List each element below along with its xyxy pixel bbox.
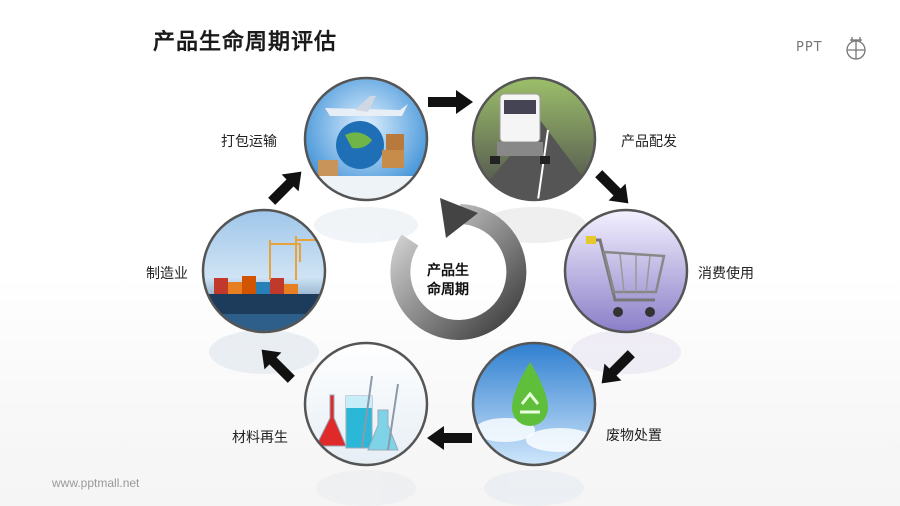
stage-circle-distribution bbox=[473, 78, 595, 200]
arrow-disposal-to-recycling bbox=[427, 426, 472, 450]
stage-label-disposal: 废物处置 bbox=[606, 428, 662, 444]
stage-circle-recycling bbox=[305, 343, 427, 465]
arrow-distribution-to-consumption bbox=[595, 170, 629, 204]
logo-text: PPT bbox=[796, 40, 823, 55]
center-label: 产品生 命周期 bbox=[408, 262, 488, 300]
stage-label-consumption: 消费使用 bbox=[698, 266, 754, 282]
stage-label-distribution: 产品配发 bbox=[621, 134, 677, 150]
arrow-manufacturing-to-packaging bbox=[268, 171, 302, 205]
center-label-line1: 产品生 bbox=[427, 263, 469, 279]
logo: PPT bbox=[796, 36, 872, 62]
stage-circle-disposal bbox=[473, 343, 595, 465]
footer-url: www.pptmall.net bbox=[52, 476, 140, 490]
arrow-packaging-to-distribution bbox=[428, 90, 473, 114]
arrow-consumption-to-disposal bbox=[601, 350, 635, 384]
stage-label-manufacturing: 制造业 bbox=[146, 266, 188, 282]
stage-circle-manufacturing bbox=[203, 210, 325, 332]
center-label-line2: 命周期 bbox=[427, 282, 469, 298]
stage-label-packaging: 打包运输 bbox=[221, 134, 277, 150]
page-title: 产品生命周期评估 bbox=[153, 30, 338, 55]
cycle-ring-arrow bbox=[390, 198, 527, 340]
stage-circle-consumption bbox=[565, 210, 687, 332]
stage-label-recycling: 材料再生 bbox=[232, 430, 288, 446]
flower-cross-icon bbox=[846, 37, 866, 60]
arrow-recycling-to-manufacturing bbox=[261, 349, 295, 383]
